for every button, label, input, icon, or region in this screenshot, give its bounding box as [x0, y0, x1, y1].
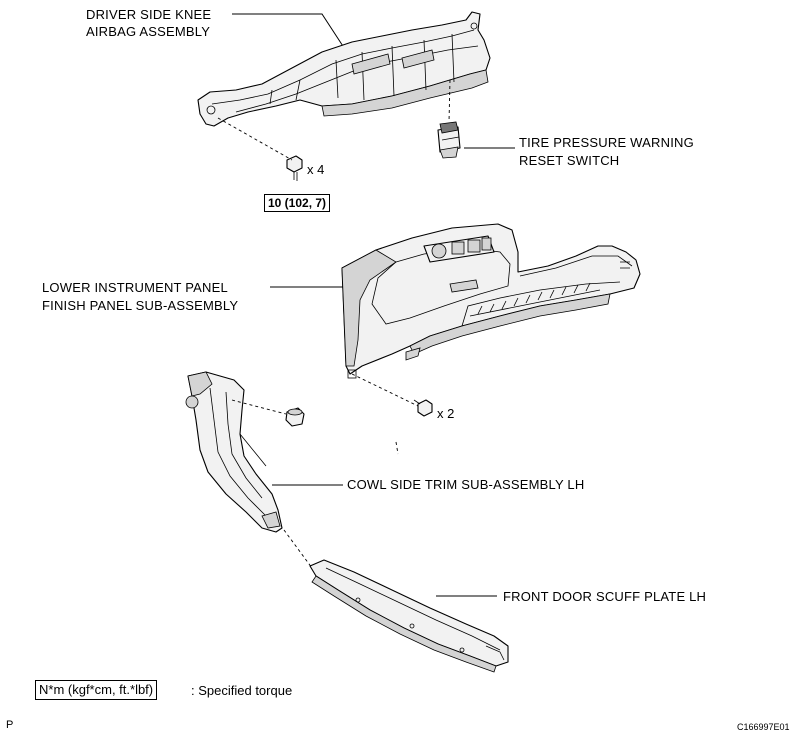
- figure-code: C166997E01: [737, 722, 790, 732]
- assembly-dashed-lines: [217, 79, 451, 569]
- bolt-quantity-top: x 4: [307, 162, 325, 177]
- bolt-quantity-panel: x 2: [437, 406, 455, 421]
- cowl-trim-label: COWL SIDE TRIM SUB-ASSEMBLY LH: [347, 477, 585, 492]
- scuff-plate-label: FRONT DOOR SCUFF PLATE LH: [503, 589, 707, 604]
- reset-switch-drawing: [437, 121, 461, 159]
- label-leaders: [232, 13, 515, 597]
- reset-switch-label-line2: RESET SWITCH: [519, 153, 620, 168]
- cowl-trim-drawing: [185, 371, 283, 533]
- torque-unit-legend-text: : Specified torque: [191, 683, 293, 698]
- torque-spec-box: 10 (102, 7): [264, 194, 331, 212]
- bolt-x4-drawing: [286, 155, 303, 181]
- scuff-plate-drawing: [309, 559, 509, 673]
- knee-airbag-label-line1: DRIVER SIDE KNEE: [86, 7, 212, 22]
- page-marker: P: [6, 719, 14, 731]
- lower-panel-label-line2: FINISH PANEL SUB-ASSEMBLY: [42, 298, 239, 313]
- knee-airbag-assembly-drawing: [197, 11, 491, 127]
- lower-panel-drawing: [341, 223, 641, 379]
- torque-unit-legend-box: N*m (kgf*cm, ft.*lbf): [35, 680, 158, 700]
- lower-panel-label-line1: LOWER INSTRUMENT PANEL: [42, 280, 228, 295]
- clip-drawing: [285, 407, 305, 427]
- bolt-x2-drawing: [413, 399, 433, 417]
- reset-switch-label-line1: TIRE PRESSURE WARNING: [519, 135, 694, 150]
- knee-airbag-label-line2: AIRBAG ASSEMBLY: [86, 24, 211, 39]
